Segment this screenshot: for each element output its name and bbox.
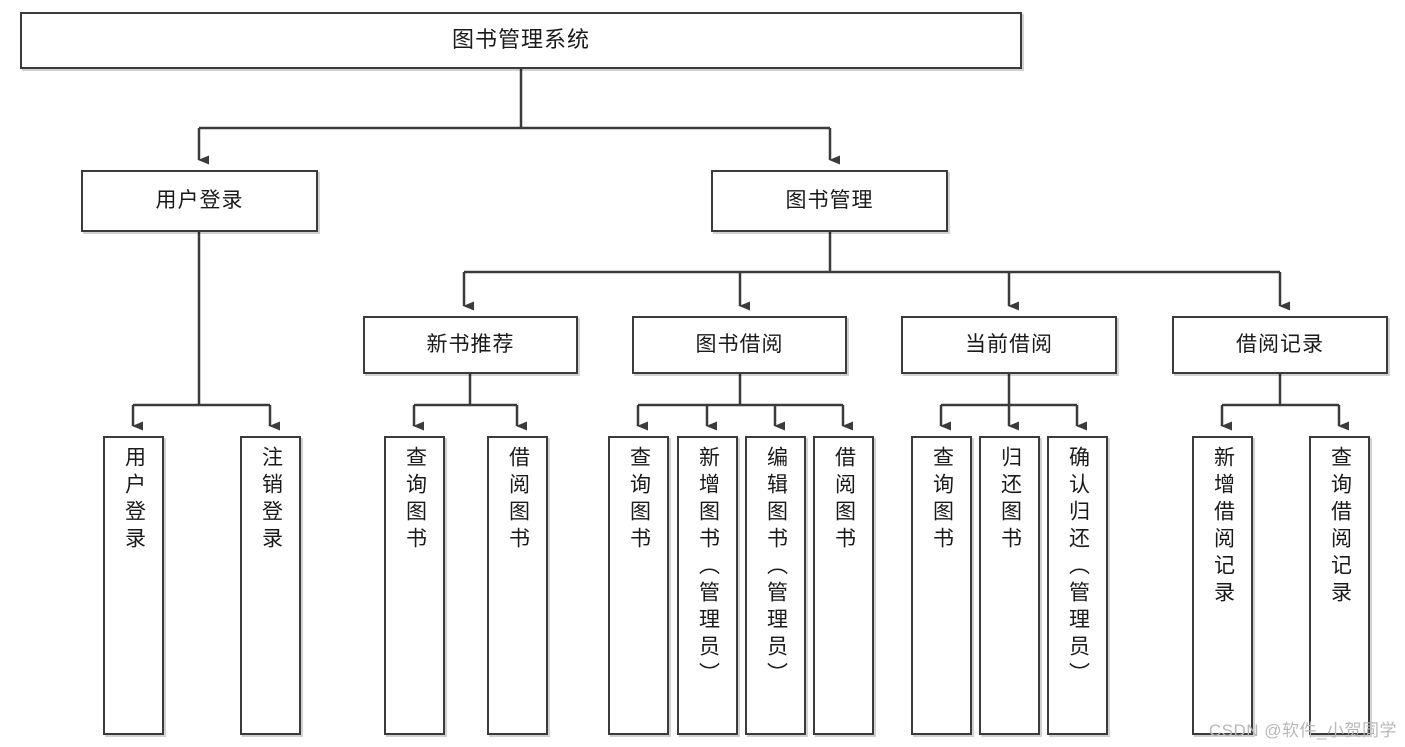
node-leaf-query-book-2[interactable]: 查询图书 (608, 436, 669, 735)
node-user-login-label: 用户登录 (155, 189, 244, 213)
node-leaf-borrow-book-2[interactable]: 借阅图书 (813, 436, 874, 735)
node-leaf-query-book-2-label: 查询图书 (627, 446, 651, 554)
node-leaf-query-book-1[interactable]: 查询图书 (384, 436, 445, 735)
node-borrow-record-label: 借阅记录 (1236, 333, 1324, 357)
node-leaf-add-record-label: 新增借阅记录 (1211, 446, 1235, 608)
node-leaf-borrow-book-2-label: 借阅图书 (832, 446, 856, 554)
watermark: CSDN @软件_小贺同学 (1208, 721, 1397, 740)
node-leaf-edit-book[interactable]: 编辑图书（管理员） (745, 436, 806, 735)
node-leaf-return-book-label: 归还图书 (998, 446, 1022, 554)
node-book-manage-label: 图书管理 (785, 189, 874, 213)
node-leaf-confirm-return[interactable]: 确认归还（管理员） (1047, 436, 1108, 735)
node-user-login[interactable]: 用户登录 (81, 170, 318, 232)
node-leaf-query-book-1-label: 查询图书 (403, 446, 427, 554)
node-book-borrow[interactable]: 图书借阅 (632, 316, 847, 374)
node-new-book-recommend[interactable]: 新书推荐 (363, 316, 578, 374)
node-leaf-user-logout-label: 注销登录 (259, 446, 283, 554)
node-leaf-edit-book-label: 编辑图书（管理员） (764, 446, 788, 689)
node-leaf-return-book[interactable]: 归还图书 (979, 436, 1040, 735)
node-leaf-add-record[interactable]: 新增借阅记录 (1192, 436, 1253, 735)
node-book-manage[interactable]: 图书管理 (711, 170, 948, 232)
node-leaf-query-book-3-label: 查询图书 (930, 446, 954, 554)
node-leaf-query-record-label: 查询借阅记录 (1328, 446, 1352, 608)
node-leaf-add-book-label: 新增图书（管理员） (696, 446, 720, 689)
node-new-book-recommend-label: 新书推荐 (426, 333, 515, 357)
node-leaf-confirm-return-label: 确认归还（管理员） (1066, 446, 1090, 689)
node-book-borrow-label: 图书借阅 (695, 333, 784, 357)
node-leaf-user-login[interactable]: 用户登录 (103, 436, 164, 735)
node-current-borrow-label: 当前借阅 (965, 333, 1053, 357)
node-leaf-user-logout[interactable]: 注销登录 (240, 436, 301, 735)
node-leaf-add-book[interactable]: 新增图书（管理员） (677, 436, 738, 735)
node-borrow-record[interactable]: 借阅记录 (1172, 316, 1388, 374)
node-leaf-query-book-3[interactable]: 查询图书 (911, 436, 972, 735)
node-current-borrow[interactable]: 当前借阅 (901, 316, 1117, 374)
node-leaf-user-login-label: 用户登录 (122, 446, 146, 554)
node-leaf-borrow-book-1[interactable]: 借阅图书 (487, 436, 548, 735)
node-leaf-borrow-book-1-label: 借阅图书 (506, 446, 530, 554)
node-root[interactable]: 图书管理系统 (20, 12, 1022, 69)
node-leaf-query-record[interactable]: 查询借阅记录 (1309, 436, 1370, 735)
node-root-label: 图书管理系统 (451, 27, 590, 53)
